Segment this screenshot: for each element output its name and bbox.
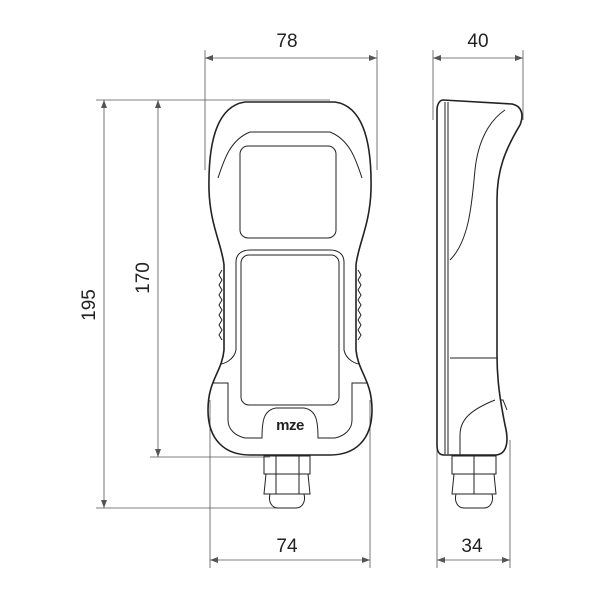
extension-lines: [96, 50, 524, 568]
dim-label-195: 195: [79, 289, 100, 321]
mze-logo: mze: [276, 417, 304, 434]
dim-label-78: 78: [276, 31, 297, 52]
grip-ridges-left: [218, 269, 223, 341]
dim-label-74: 74: [276, 536, 298, 557]
dim-label-170: 170: [133, 262, 154, 294]
cable-gland-front: [263, 455, 311, 509]
dim-label-40: 40: [467, 31, 488, 52]
side-view: [436, 99, 523, 509]
dim-label-34: 34: [461, 536, 483, 557]
cable-gland-side: [451, 455, 497, 509]
front-view: mze: [207, 101, 373, 509]
grip-ridges-right: [357, 269, 362, 341]
